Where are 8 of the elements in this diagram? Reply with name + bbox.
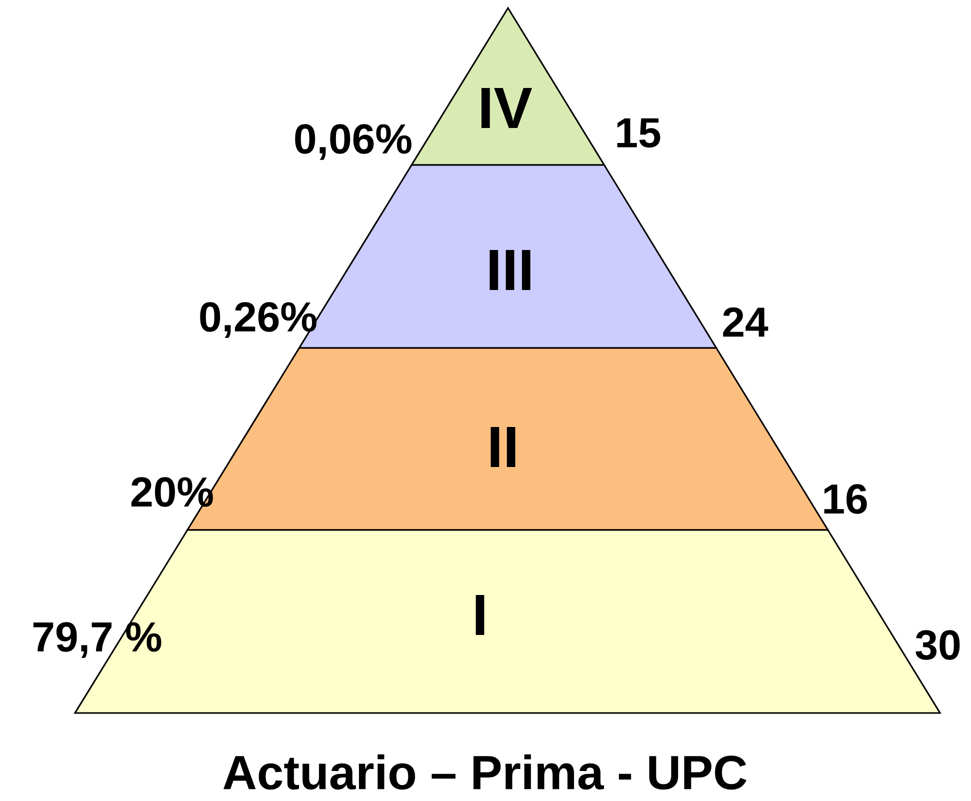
band-value: 15 [617, 118, 660, 148]
band-value: 0,26% [200, 302, 316, 338]
band-value: 16 [824, 484, 867, 514]
band-value: 30 [916, 630, 960, 660]
band-value: 24 [723, 307, 768, 337]
caption: Actuario – Prima - UPC [223, 754, 746, 790]
band-value: 0,06% [295, 124, 412, 160]
band-value: 79,7 % [33, 622, 162, 658]
